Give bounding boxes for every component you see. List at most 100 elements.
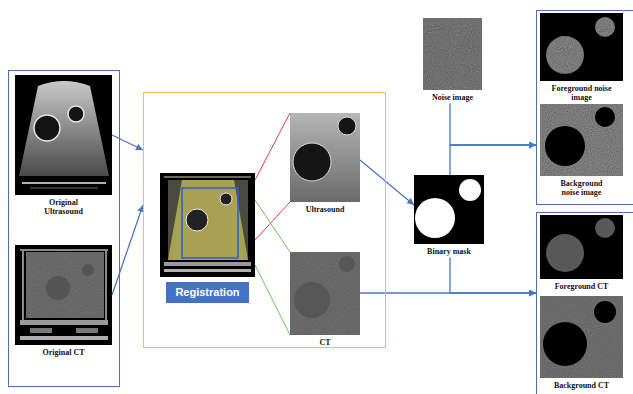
crop-box bbox=[182, 188, 238, 258]
image-ground bbox=[423, 18, 482, 90]
phantom bbox=[26, 252, 104, 318]
probe-line bbox=[22, 182, 106, 184]
frame bbox=[22, 250, 24, 320]
step-label: Registration bbox=[166, 282, 248, 303]
lesion bbox=[220, 193, 232, 205]
image-ground bbox=[414, 175, 484, 244]
lesion bbox=[46, 276, 70, 300]
image-caption: CT bbox=[290, 338, 360, 347]
output-group: Foreground CT Background CT bbox=[536, 212, 633, 394]
lesion bbox=[34, 115, 60, 141]
mask-hole bbox=[594, 301, 616, 323]
image-panel: Original Ultrasound bbox=[15, 75, 112, 217]
registration-panel: Registration bbox=[160, 173, 255, 304]
image-caption: Noise image bbox=[423, 93, 482, 102]
lesion bbox=[595, 218, 615, 238]
image-panel: Binary mask bbox=[414, 175, 484, 257]
crop-leader bbox=[255, 113, 290, 240]
flow-arrow bbox=[450, 103, 536, 145]
base-bar bbox=[20, 320, 108, 325]
image-ground bbox=[15, 245, 112, 345]
noise bbox=[540, 13, 623, 81]
image-caption: Foreground CT bbox=[540, 282, 623, 291]
crop-leader bbox=[255, 200, 290, 335]
image-ground bbox=[540, 215, 623, 279]
lesion bbox=[294, 282, 330, 318]
frame bbox=[105, 250, 107, 320]
lesion bbox=[546, 234, 584, 272]
phantom bbox=[168, 180, 248, 260]
background-noise-image bbox=[540, 104, 623, 176]
image-caption: Original CT bbox=[29, 348, 99, 357]
flow-arrow bbox=[112, 205, 143, 295]
frame bbox=[164, 176, 251, 178]
flow-arrow bbox=[450, 257, 536, 293]
frame bbox=[20, 249, 108, 251]
ct-noise bbox=[26, 252, 104, 318]
base-bar bbox=[30, 328, 52, 333]
registration-image bbox=[160, 173, 255, 277]
image-caption: Foreground noise image bbox=[552, 84, 612, 102]
output-group: Foreground noise imageBackground noise i… bbox=[536, 10, 633, 205]
base-bar bbox=[20, 336, 108, 340]
image-panel: Noise image bbox=[423, 18, 482, 103]
image-panel: Foreground CT bbox=[540, 215, 623, 292]
image-ground bbox=[15, 75, 112, 195]
base-bar bbox=[164, 269, 251, 272]
ultrasound-fan bbox=[19, 81, 109, 176]
registration-group: Registration UltrasoundCT bbox=[143, 92, 386, 348]
input-group: Original UltrasoundOriginal CT bbox=[8, 70, 120, 387]
lesion bbox=[82, 264, 94, 276]
image-panel: Foreground noise image bbox=[540, 13, 623, 103]
image-panel: Background noise image bbox=[540, 104, 623, 198]
image-ground bbox=[540, 104, 623, 176]
foreground-noise-image bbox=[540, 13, 623, 81]
mask-circle bbox=[415, 198, 455, 238]
image-panel: Original CT bbox=[15, 245, 112, 358]
probe-line bbox=[30, 188, 98, 189]
image-panel: Ultrasound bbox=[290, 113, 360, 215]
base-bar bbox=[76, 328, 98, 333]
image-ground bbox=[290, 113, 360, 202]
ct-noise bbox=[290, 252, 360, 335]
image-caption: Binary mask bbox=[414, 247, 484, 256]
flow-arrow bbox=[112, 135, 143, 150]
noise-image bbox=[423, 18, 482, 90]
mask-circle bbox=[459, 179, 481, 201]
overlay-fan bbox=[168, 180, 248, 260]
lesion bbox=[293, 143, 331, 181]
flow-arrow bbox=[450, 145, 536, 175]
original-ct-image bbox=[15, 245, 112, 345]
binary-mask-image bbox=[414, 175, 484, 244]
original-ultrasound-image bbox=[15, 75, 112, 195]
lesion bbox=[339, 256, 355, 272]
image-caption: Ultrasound bbox=[290, 205, 360, 214]
noise bbox=[540, 104, 623, 176]
ct-crop-image bbox=[290, 252, 360, 335]
image-ground bbox=[540, 296, 623, 378]
lesion bbox=[338, 117, 356, 135]
image-ground bbox=[160, 173, 255, 277]
noise bbox=[423, 18, 482, 90]
mask-hole bbox=[543, 322, 587, 366]
foreground-ct-image bbox=[540, 215, 623, 279]
mask-hole bbox=[595, 107, 615, 127]
base-bar bbox=[164, 262, 251, 266]
lesion bbox=[68, 106, 84, 122]
image-panel: Background CT bbox=[540, 296, 623, 391]
background-ct-image bbox=[540, 296, 623, 378]
ultrasound-crop-image bbox=[290, 113, 360, 202]
image-panel: CT bbox=[290, 252, 360, 348]
lesion bbox=[186, 209, 208, 231]
ct-noise bbox=[540, 296, 623, 378]
image-ground bbox=[540, 13, 623, 81]
image-caption: Original Ultrasound bbox=[34, 198, 94, 216]
image-caption: Background CT bbox=[540, 381, 623, 390]
image-caption: Background noise image bbox=[552, 179, 612, 197]
flow-arrow bbox=[360, 160, 414, 205]
mask-hole bbox=[545, 126, 585, 166]
image-ground bbox=[290, 252, 360, 335]
